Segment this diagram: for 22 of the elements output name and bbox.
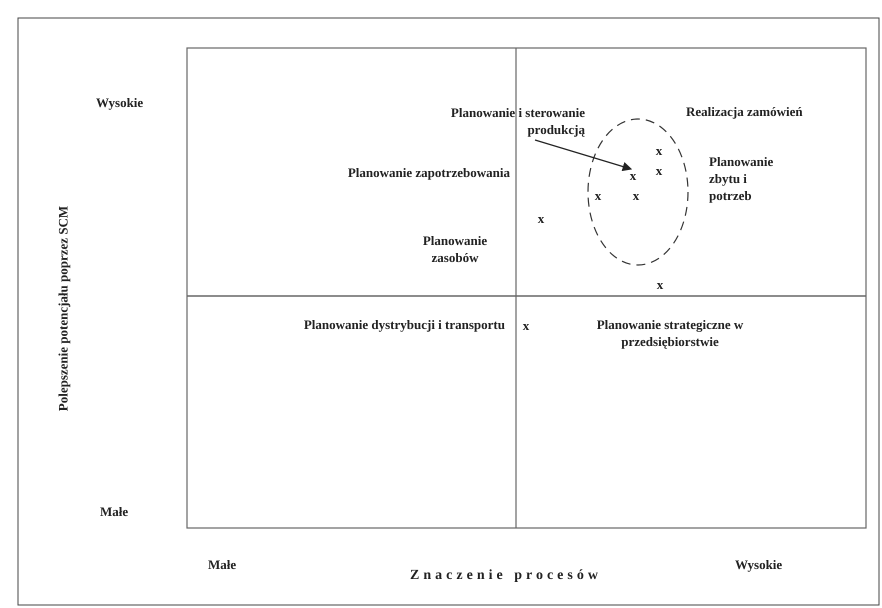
point-label: Planowanie i sterowanie produkcją [405, 104, 585, 138]
quadrant-label: Planowanie zbytu i potrzeb [709, 153, 774, 204]
point-marker: x [656, 276, 664, 293]
point-marker: x [654, 162, 664, 179]
arrow [534, 139, 632, 172]
axis-title: Znaczenie procesów [409, 567, 603, 584]
point-marker: x [594, 187, 602, 204]
quadrant-label: Realizacja zamówień [686, 103, 804, 120]
axis-title: Polepszenie potencjału poprzez SCM [54, 204, 72, 414]
quadrant-label: Planowanie strategiczne w przedsiębiorstwie [596, 316, 744, 350]
point-marker: x [522, 317, 530, 334]
point-marker: x [654, 142, 664, 159]
point-marker: x [632, 187, 640, 204]
point-marker: x [627, 167, 639, 184]
axis-level-label: Wysokie [735, 556, 784, 573]
axis-level-label: Małe [208, 556, 238, 573]
axis-level-label: Małe [100, 503, 130, 520]
quadrant-label: Planowanie zapotrzebowania [346, 164, 510, 181]
axis-level-label: Wysokie [96, 94, 144, 111]
quadrant-label: Planowanie dystrybucji i transportu [302, 316, 505, 333]
point-marker: x [536, 210, 546, 227]
quadrant-label: Planowanie zasobów [422, 232, 488, 266]
